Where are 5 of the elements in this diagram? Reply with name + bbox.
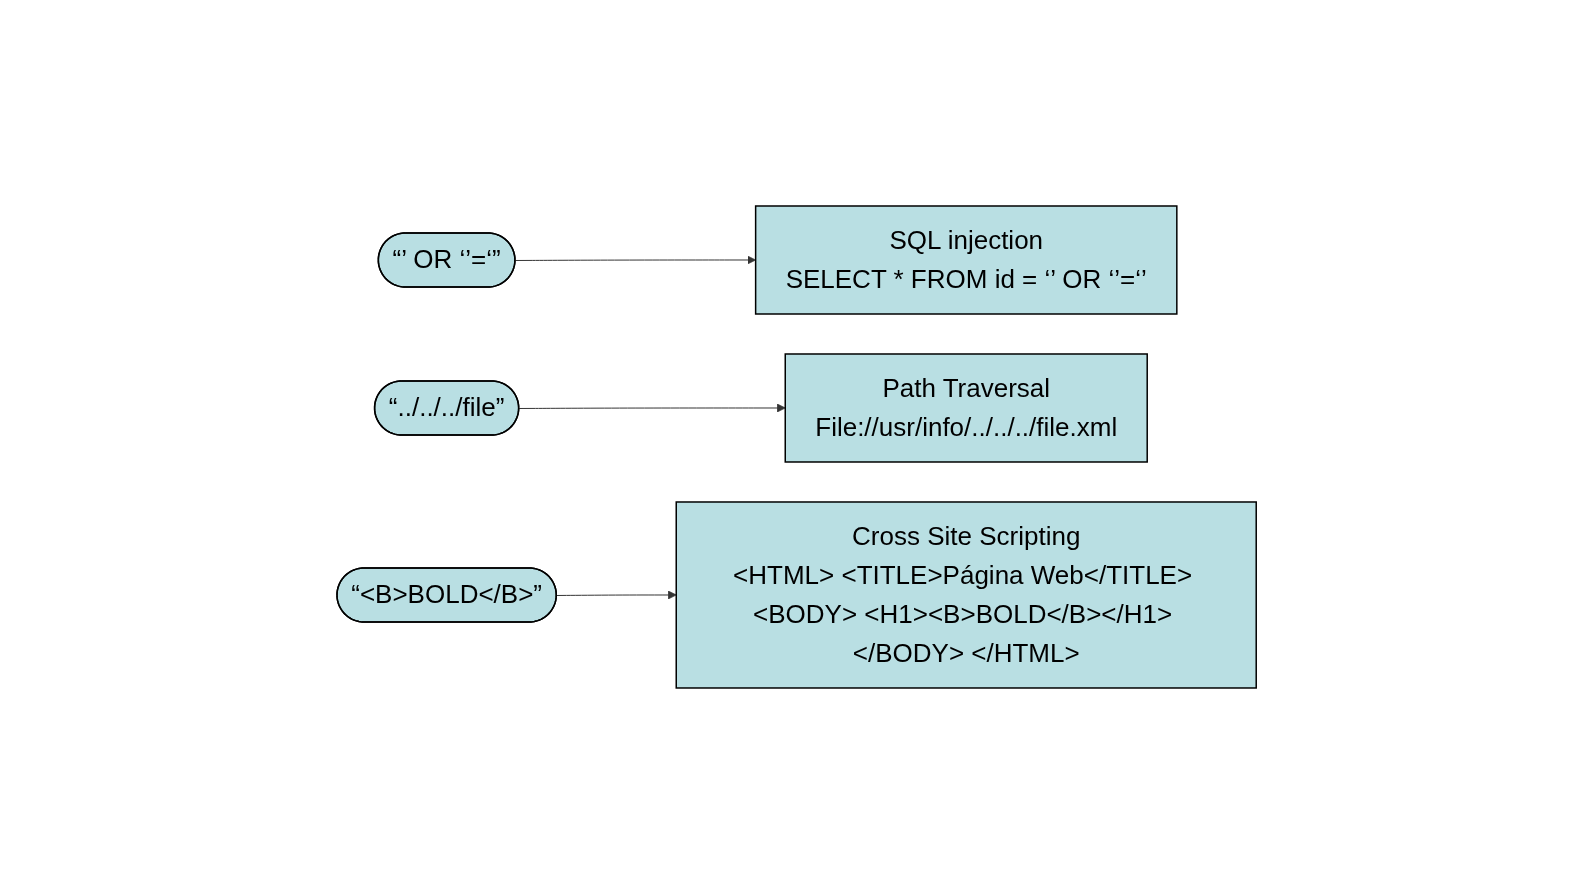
node-box: Path Traversal File://usr/info/../../../file.xml — [784, 352, 1149, 463]
node-box: SQL injection SELECT * FROM id = ‘’ OR ‘’=‘’ — [755, 204, 1178, 315]
node-box: Cross Site Scripting <HTML> <TITLE>Página Web</TITLE> <BODY> <H1><B>BOLD</B></H1> </BODY> </HTML> — [675, 500, 1258, 689]
arrow — [515, 255, 757, 264]
arrow — [556, 590, 677, 599]
